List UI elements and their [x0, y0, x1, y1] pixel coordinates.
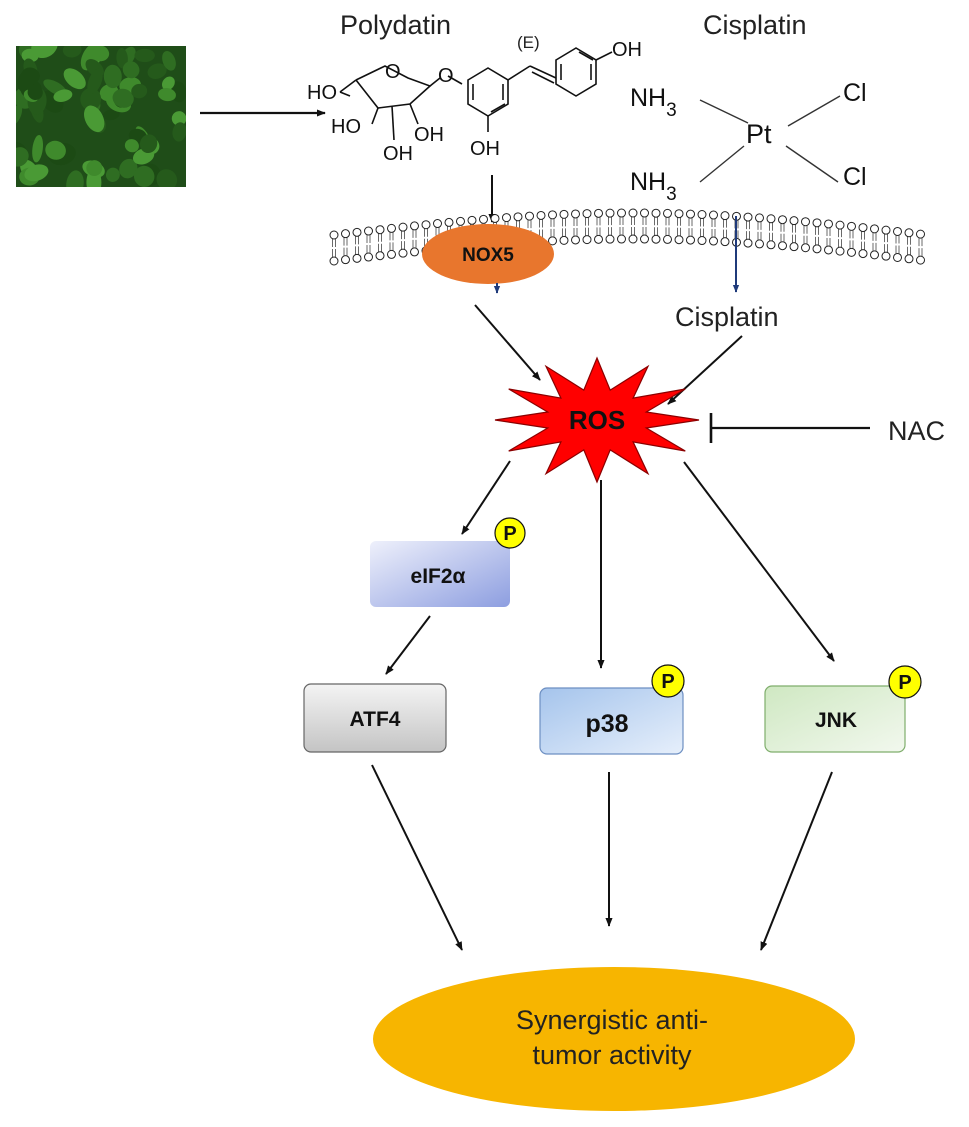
- intracellular-cisplatin-label: Cisplatin: [675, 302, 779, 332]
- cl-bottom: Cl: [843, 163, 867, 191]
- node-atf4: ATF4: [303, 683, 447, 753]
- jnk-label: JNK: [815, 709, 857, 732]
- leaf: [134, 48, 155, 63]
- phospho-label: P: [661, 671, 674, 693]
- nac-label: NAC: [888, 416, 945, 446]
- leaf: [16, 104, 23, 125]
- leaf: [122, 61, 140, 79]
- cisplatin-structure: Pt NH3 NH3 Cl Cl: [630, 79, 867, 205]
- phospho-label: P: [898, 672, 911, 694]
- leaf: [156, 169, 178, 187]
- leaf: [66, 170, 84, 187]
- leaf: [31, 46, 58, 59]
- phospho-badge-jnk: P: [888, 665, 922, 699]
- arrow-nox5-to-ros: [474, 304, 541, 381]
- leaf: [16, 147, 29, 167]
- leaf: [45, 140, 66, 160]
- leaf: [131, 83, 148, 99]
- leaf: [62, 46, 82, 58]
- nox5-protein: NOX5: [422, 224, 554, 284]
- cisplatin-title: Cisplatin: [703, 10, 807, 40]
- leaf: [80, 87, 102, 111]
- ros-burst: ROS: [494, 356, 700, 484]
- leaf: [139, 134, 158, 154]
- leaf: [124, 139, 139, 153]
- outcome-line1: Synergistic anti-: [516, 1005, 708, 1035]
- oh-ring-b: OH: [414, 124, 444, 146]
- phospho-badge-eif2a: P: [494, 517, 526, 549]
- ho-ring-left: HO: [331, 116, 361, 138]
- leaf: [162, 50, 176, 71]
- leaf: [87, 68, 103, 95]
- oh-phenol: OH: [470, 138, 500, 160]
- glycosidic-oxygen: O: [438, 65, 454, 87]
- arrow-eif2a-to-atf4: [385, 615, 431, 675]
- stereo-label: (E): [517, 33, 540, 52]
- leaf: [63, 68, 86, 90]
- ho-ch2: HO: [307, 82, 337, 104]
- leaf: [171, 111, 186, 126]
- cl-top: Cl: [843, 79, 867, 107]
- leaf: [172, 122, 186, 142]
- nh3-top: NH3: [630, 84, 677, 121]
- node-p38: p38: [539, 687, 684, 755]
- nh3-bottom: NH3: [630, 168, 677, 205]
- ring-oxygen: O: [385, 61, 401, 83]
- nox5-label: NOX5: [462, 245, 514, 266]
- pt-atom: Pt: [746, 119, 772, 149]
- leaf: [133, 165, 155, 187]
- leaf: [105, 167, 120, 182]
- leaf: [84, 105, 105, 133]
- arrow-jnk-to-outcome: [760, 771, 833, 951]
- p38-label: p38: [585, 710, 628, 738]
- leaf: [103, 64, 122, 89]
- leaf: [27, 84, 43, 101]
- eif2a-label: eIF2α: [411, 565, 466, 588]
- cell-membrane: [329, 208, 925, 266]
- leaf: [53, 89, 73, 102]
- arrow-cisplatin-to-ros: [667, 335, 743, 405]
- nac-inhibition: NAC: [709, 413, 945, 446]
- leaf: [119, 158, 138, 179]
- leaf: [112, 88, 134, 108]
- node-eif2a: eIF2α: [370, 541, 510, 607]
- polydatin-atom-labels: (E) OH OH HO HO OH OH O O: [307, 33, 642, 165]
- leaf: [116, 48, 128, 69]
- leaf: [24, 164, 49, 182]
- phospho-label: P: [503, 523, 516, 545]
- arrow-ros-to-jnk: [683, 461, 835, 662]
- leaf: [147, 63, 167, 79]
- leaf: [102, 109, 120, 121]
- plant-photo: [16, 46, 186, 187]
- arrow-ros-to-eif2a: [461, 460, 511, 535]
- leaf: [161, 76, 175, 91]
- leaf: [86, 168, 102, 187]
- ros-label: ROS: [569, 405, 625, 435]
- oh-top-right: OH: [612, 39, 642, 61]
- polydatin-title: Polydatin: [340, 10, 451, 40]
- leaf: [158, 88, 176, 102]
- node-jnk: JNK: [764, 685, 906, 753]
- arrow-atf4-to-outcome: [371, 764, 463, 951]
- atf4-label: ATF4: [350, 708, 401, 731]
- polydatin-structure: [339, 47, 613, 141]
- leaf: [86, 160, 103, 177]
- oh-ring-a: OH: [383, 143, 413, 165]
- outcome-line2: tumor activity: [532, 1040, 692, 1070]
- leaf: [32, 134, 44, 163]
- phospho-badge-p38: P: [651, 664, 685, 698]
- outcome-ellipse: Synergistic anti- tumor activity: [373, 967, 855, 1111]
